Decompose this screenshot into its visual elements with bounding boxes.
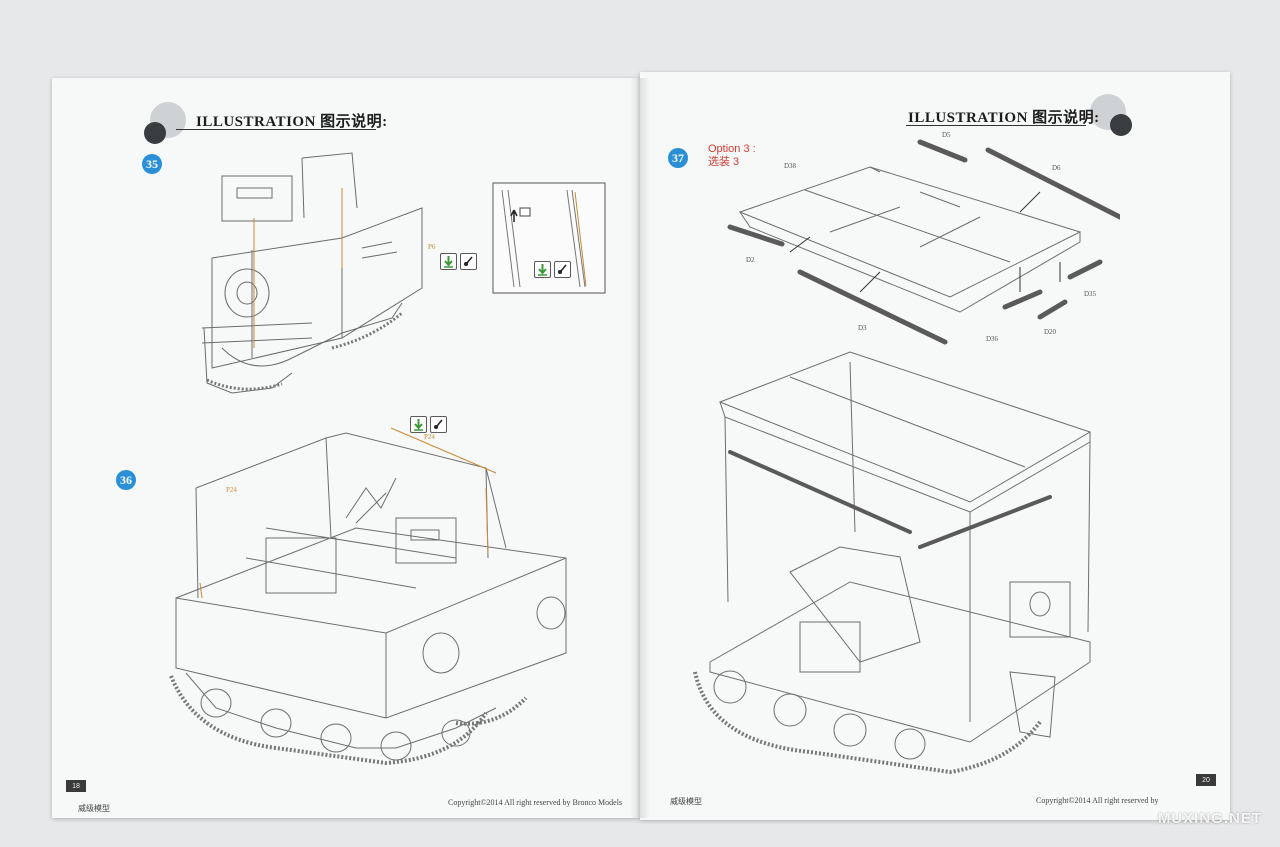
header-decor-dot (144, 122, 166, 144)
header-decor-dot (1110, 114, 1132, 136)
brush-icon (460, 253, 477, 270)
part-label-p6: P6 (428, 243, 436, 251)
part-label-d6: D6 (1052, 164, 1061, 172)
footer-copyright: Copyright©2014 All right reserved by (1036, 796, 1159, 805)
step-37-vehicle-drawing (693, 351, 1092, 775)
book-spine-shadow (630, 78, 650, 818)
part-label-p24-left: P24 (226, 486, 237, 494)
footer-copyright: Copyright©2014 All right reserved by Bro… (448, 798, 623, 807)
header-rule (906, 125, 1086, 126)
step-badge-35: 35 (142, 154, 162, 174)
option-label-en: Option 3 : (708, 143, 756, 155)
option-label-cn: 选装 3 (708, 156, 740, 168)
page-number: 20 (1196, 774, 1216, 786)
footer-brand: 威级模型 (670, 797, 702, 806)
watermark: MUXING.NET (1157, 810, 1262, 827)
step-36-drawing (169, 427, 567, 766)
brush-icon (554, 261, 571, 278)
part-label-p24-top: P24 (424, 433, 435, 441)
part-label-d3: D3 (858, 324, 867, 332)
header-rule (176, 129, 376, 130)
part-label-d20: D20 (1044, 328, 1057, 336)
left-page: ILLUSTRATION 图示说明: 35 36 P6 (52, 78, 640, 818)
step-badge-37: 37 (668, 148, 688, 168)
option-label: Option 3 : 选装 3 (708, 143, 756, 169)
brush-icon (430, 416, 447, 433)
part-label-d36: D36 (986, 335, 999, 343)
page-number: 18 (66, 780, 86, 792)
step-37-roof-drawing (727, 139, 1120, 345)
part-label-d2: D2 (746, 256, 755, 264)
glue-down-icon (410, 416, 427, 433)
part-label-d38: D38 (784, 162, 797, 170)
glue-down-icon (534, 261, 551, 278)
part-label-d35: D35 (1084, 290, 1097, 298)
page-title: ILLUSTRATION 图示说明: (196, 114, 388, 130)
step-35-drawing (201, 152, 423, 394)
glue-down-icon (440, 253, 457, 270)
step-badge-36: 36 (116, 470, 136, 490)
footer-brand: 威级模型 (78, 804, 110, 813)
right-page: ILLUSTRATION 图示说明: 37 Option 3 : 选装 3 (640, 72, 1230, 820)
part-label-d5: D5 (942, 131, 951, 139)
page-title: ILLUSTRATION 图示说明: (908, 110, 1100, 126)
